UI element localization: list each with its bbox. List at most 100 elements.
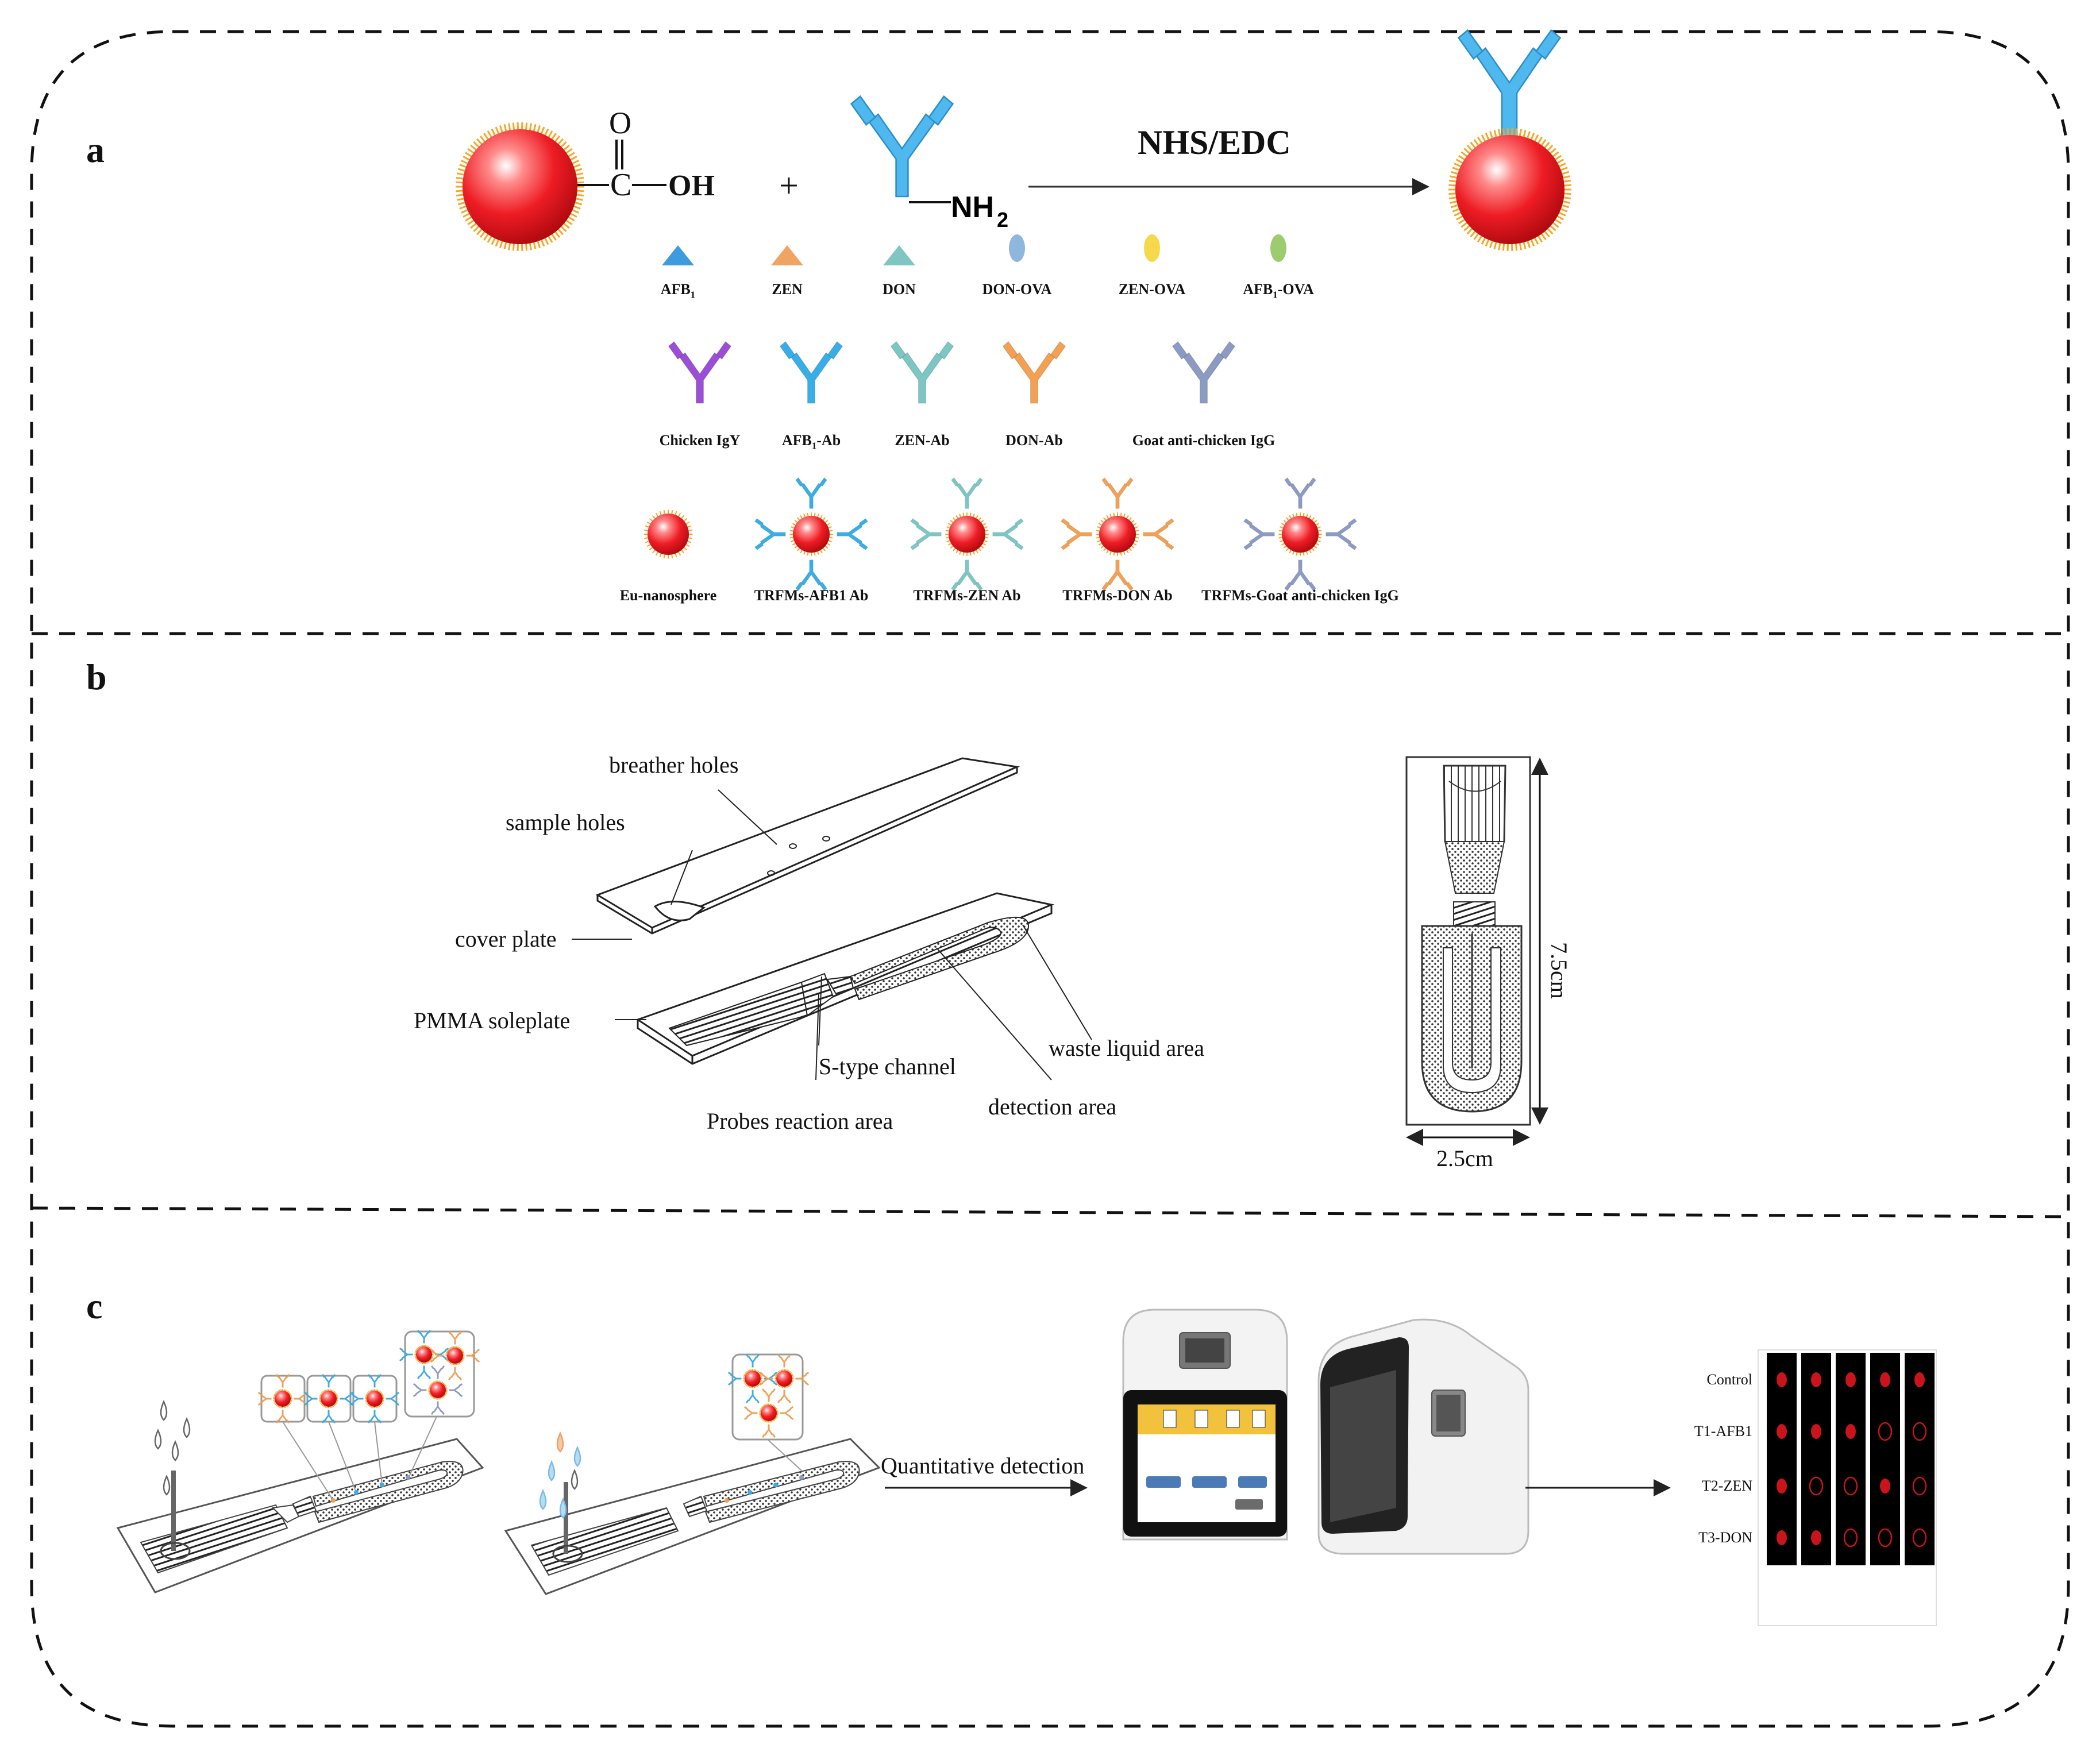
- legend-label: TRFMs-Goat anti-chicken IgG: [1201, 587, 1399, 604]
- fluorescent-spot: [1880, 1372, 1890, 1387]
- breather-hole: [767, 870, 775, 876]
- probe-icon: [1243, 477, 1357, 591]
- probe-icon: [727, 1353, 778, 1404]
- fluorescent-spot: [1912, 1422, 1927, 1441]
- result-panel: Control T1-AFB1 T2-ZEN T3-DON: [1694, 1349, 1937, 1626]
- legend-label: AFB1-OVA: [1243, 281, 1314, 300]
- result-strip: [1801, 1353, 1831, 1565]
- legend-label: Chicken IgY: [660, 432, 741, 449]
- label-probes-reaction-area: Probes reaction area: [707, 1108, 893, 1134]
- row-label-t2-zen: T2-ZEN: [1702, 1477, 1752, 1494]
- carboxyl-c: C: [610, 167, 631, 203]
- legend-item: TRFMs-DON Ab: [1061, 477, 1174, 604]
- divider-b-c: [31, 1206, 2069, 1218]
- touch-screen-angled[interactable]: [1330, 1370, 1396, 1522]
- probe-icon: [349, 1373, 400, 1424]
- antibody-nh2: NH 2: [850, 95, 1008, 231]
- label-width: 2.5cm: [1436, 1145, 1493, 1171]
- legend-item: TRFMs-ZEN Ab: [910, 477, 1024, 604]
- callout-lines: [572, 789, 1092, 1080]
- conjugate-ellipse-icon: [1270, 234, 1286, 262]
- instrument-angled[interactable]: [1317, 1318, 1529, 1555]
- legend-item: Goat anti-chicken IgG: [1132, 341, 1275, 449]
- panel-letter-b: b: [86, 657, 107, 697]
- plus-sign: +: [779, 167, 799, 204]
- legend-item: AFB1-Ab: [779, 341, 843, 451]
- probe-icon: [257, 1373, 308, 1424]
- fluorescent-spot: [1777, 1530, 1787, 1545]
- legend-label: Goat anti-chicken IgG: [1132, 432, 1275, 449]
- legend-label: DON-Ab: [1005, 432, 1063, 449]
- label-pmma-soleplate: PMMA soleplate: [414, 1008, 570, 1033]
- label-breather-holes: breather holes: [609, 752, 738, 778]
- probe-icon: [644, 510, 693, 559]
- legend-label: ZEN-Ab: [895, 432, 949, 449]
- antigen-triangle-icon: [883, 245, 915, 265]
- antibody-icon: [779, 341, 843, 404]
- cover-plate: [595, 757, 1020, 935]
- panel-a: a C O OH + NH 2 NHS: [86, 29, 1571, 604]
- probe-icons: [257, 1329, 480, 1424]
- fluorescent-spot: [1880, 1479, 1890, 1494]
- legend-item: DON-Ab: [1002, 341, 1066, 449]
- legend-label: ZEN-OVA: [1119, 281, 1186, 298]
- product-conjugate: [1448, 29, 1571, 251]
- probe-icon: [1061, 477, 1174, 591]
- row-label-t1-afb1: T1-AFB1: [1694, 1423, 1752, 1440]
- pmma-soleplate: [635, 892, 1055, 1065]
- breather-hole: [822, 836, 830, 842]
- legend-item: DON-OVA: [982, 234, 1052, 298]
- fluorescent-spot: [1777, 1479, 1787, 1494]
- label-s-type-channel: S-type channel: [819, 1053, 956, 1079]
- result-strip: [1836, 1353, 1866, 1565]
- probe-icon: [743, 1388, 794, 1438]
- antigen-triangle-icon: [662, 245, 694, 265]
- chip-top-view: 7.5cm 2.5cm: [1405, 756, 1572, 1171]
- label-cover-plate: cover plate: [455, 926, 557, 952]
- fluorescent-spot: [1845, 1424, 1856, 1439]
- label-waste-liquid-area: waste liquid area: [1049, 1035, 1204, 1061]
- legend-label: DON-OVA: [982, 281, 1052, 298]
- fluorescent-spot: [1811, 1530, 1821, 1545]
- legend-item: TRFMs-Goat anti-chicken IgG: [1201, 477, 1399, 604]
- antibody-icon: [1002, 341, 1066, 404]
- label-length: 7.5cm: [1546, 942, 1572, 999]
- panel-b: b: [86, 657, 1572, 1171]
- legend-label: TRFMs-ZEN Ab: [913, 587, 1020, 604]
- carboxyl-nanosphere: [456, 122, 584, 251]
- legend-antigens: AFB1 ZEN DON DON-OVA ZEN-OVA AFB1-OVA: [661, 234, 1314, 300]
- conjugate-ellipse-icon: [1144, 234, 1160, 262]
- carboxyl-oh: OH: [668, 169, 715, 202]
- legend-label: DON: [883, 281, 916, 298]
- panel-letter-a: a: [86, 129, 105, 170]
- legend-label: AFB1: [661, 281, 695, 300]
- carboxyl-o: O: [609, 106, 631, 140]
- fluorescent-spot: [1843, 1476, 1858, 1496]
- fluorescent-spot: [1809, 1476, 1824, 1496]
- antibody-icon: [890, 341, 954, 404]
- legend-label: Eu-nanosphere: [620, 587, 717, 604]
- fluorescent-spot: [1811, 1372, 1821, 1387]
- legend-label: ZEN: [772, 281, 803, 298]
- legend-item: DON: [883, 245, 916, 298]
- instrument-front[interactable]: [1122, 1309, 1288, 1541]
- breather-hole: [789, 843, 797, 849]
- legend-item: ZEN-OVA: [1119, 234, 1186, 298]
- label-sample-holes: sample holes: [506, 809, 625, 835]
- probe-icon: [759, 1353, 810, 1404]
- fluorescent-spot: [1912, 1528, 1927, 1548]
- probe-icon: [754, 477, 868, 591]
- fluorescent-spot: [1777, 1424, 1787, 1439]
- amine-nh: NH: [951, 191, 994, 224]
- legend-label: TRFMs-DON Ab: [1062, 587, 1172, 604]
- legend-label: AFB1-Ab: [782, 432, 841, 451]
- fluorescent-spot: [1878, 1528, 1893, 1548]
- fluorescent-spot: [1845, 1372, 1856, 1387]
- legend-item: Chicken IgY: [660, 341, 741, 449]
- legend-item: AFB1-OVA: [1243, 234, 1314, 300]
- chip-step-2: [504, 1353, 881, 1595]
- probe-icon: [399, 1329, 449, 1380]
- panel-letter-c: c: [86, 1286, 102, 1326]
